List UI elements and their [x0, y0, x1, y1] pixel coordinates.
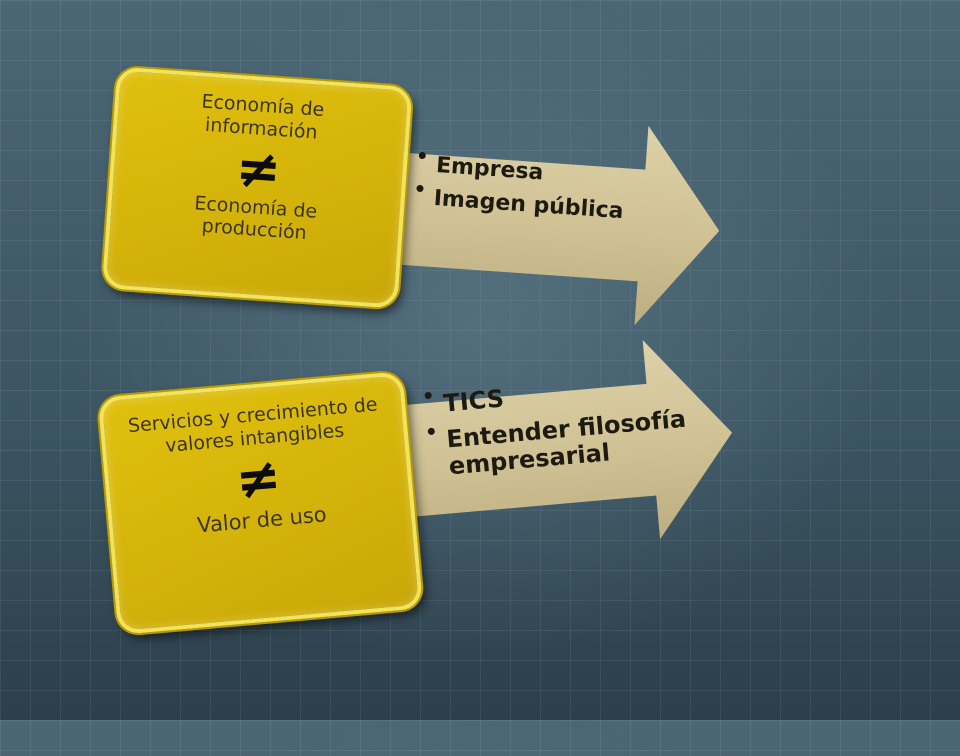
slide: { "panels": [ { "box_line1": "Economía d… — [0, 0, 960, 720]
concept-box-2: Servicios y crecimiento de valores intan… — [97, 371, 424, 635]
